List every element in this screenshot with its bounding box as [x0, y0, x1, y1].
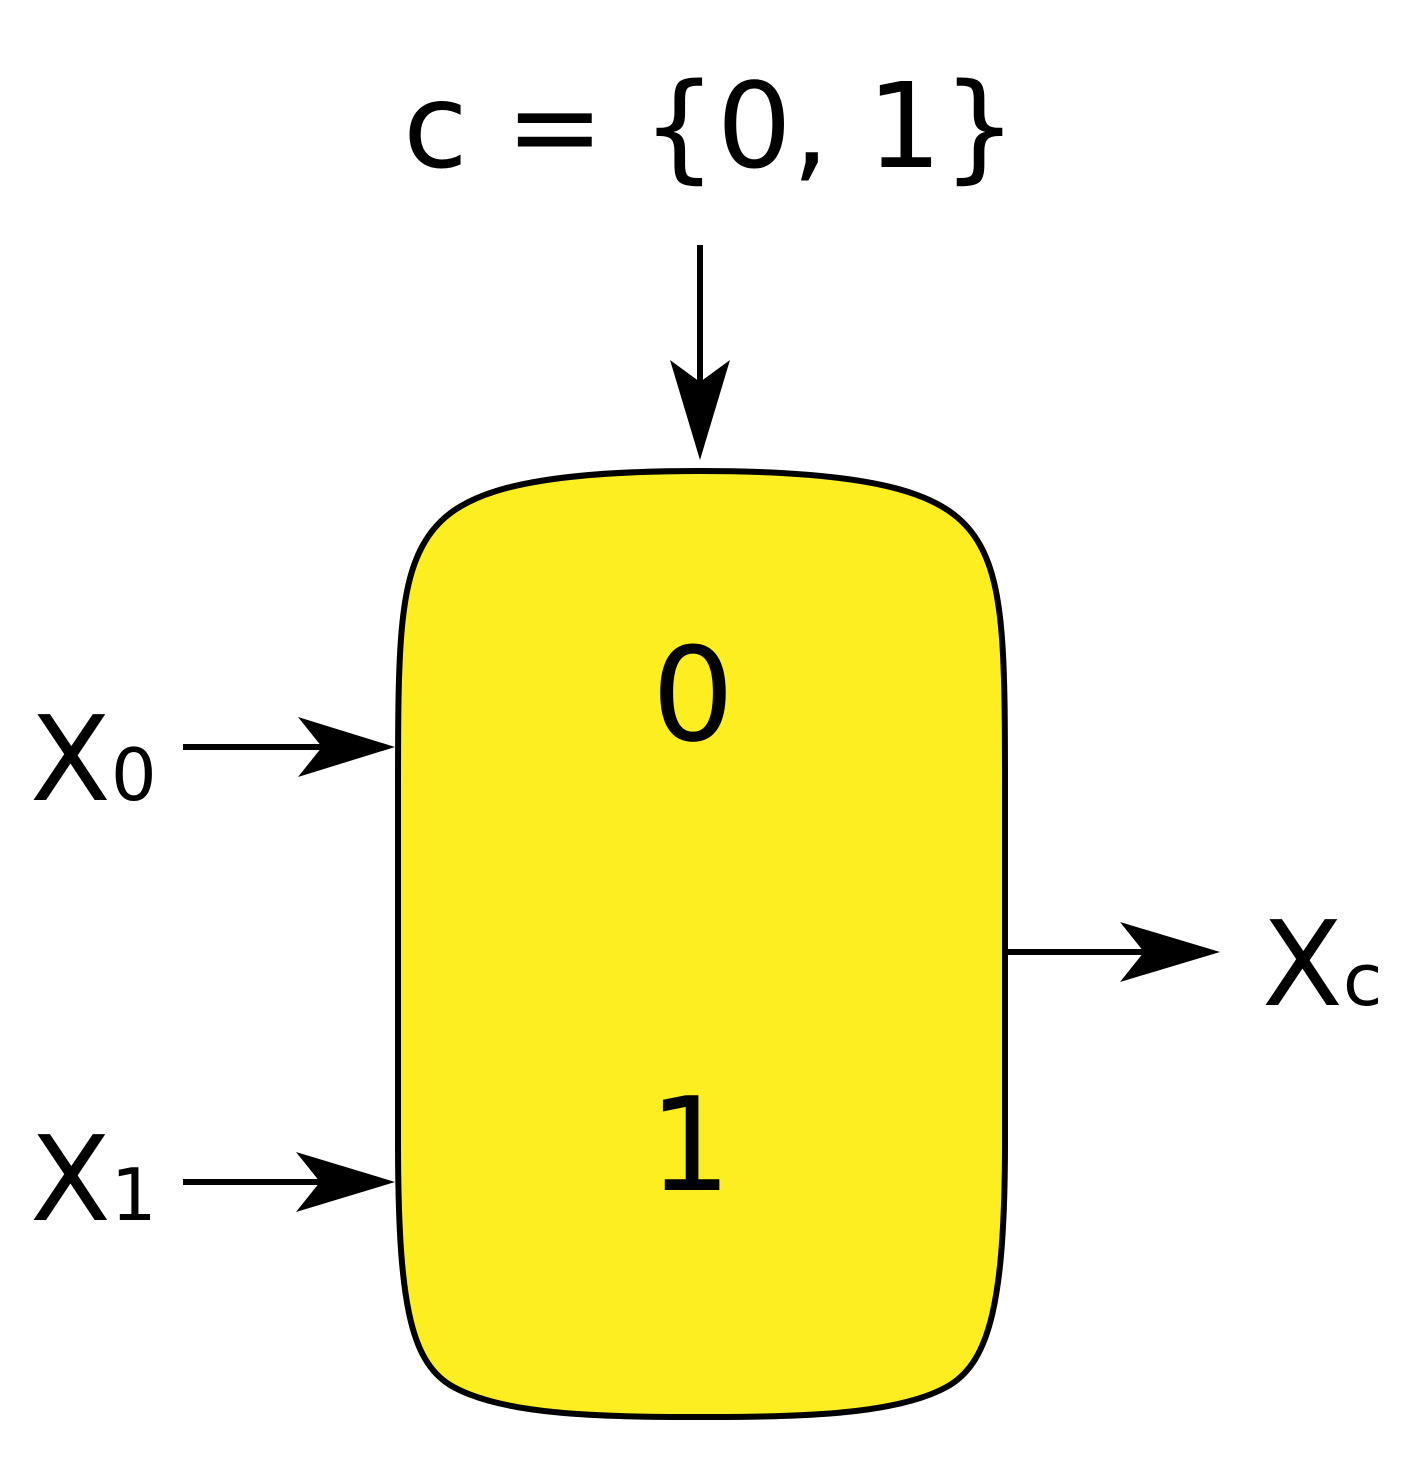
svg-text:X1: X1 [30, 1110, 157, 1248]
output-xc-base: X [1262, 895, 1343, 1033]
output-xc-label: Xc [1262, 895, 1382, 1033]
input-x0-label: X0 [30, 690, 157, 828]
input-x1-subscript: 1 [111, 1153, 157, 1237]
selector-label: c = {0, 1} [403, 57, 1017, 195]
input-x0-base: X [30, 690, 111, 828]
selector-arrow [670, 245, 730, 460]
input-x0-arrow [183, 717, 395, 777]
mux-port-0-label: 0 [652, 619, 735, 771]
input-x1-base: X [30, 1110, 111, 1248]
output-arrow [1008, 922, 1220, 982]
multiplexer-block [395, 467, 1008, 1421]
mux-port-1-label: 1 [649, 1069, 732, 1221]
svg-text:Xc: Xc [1262, 895, 1382, 1033]
input-x1-arrow [183, 1152, 395, 1212]
input-x1-label: X1 [30, 1110, 157, 1248]
output-xc-subscript: c [1343, 938, 1383, 1022]
svg-text:X0: X0 [30, 690, 157, 828]
input-x0-subscript: 0 [111, 733, 157, 817]
